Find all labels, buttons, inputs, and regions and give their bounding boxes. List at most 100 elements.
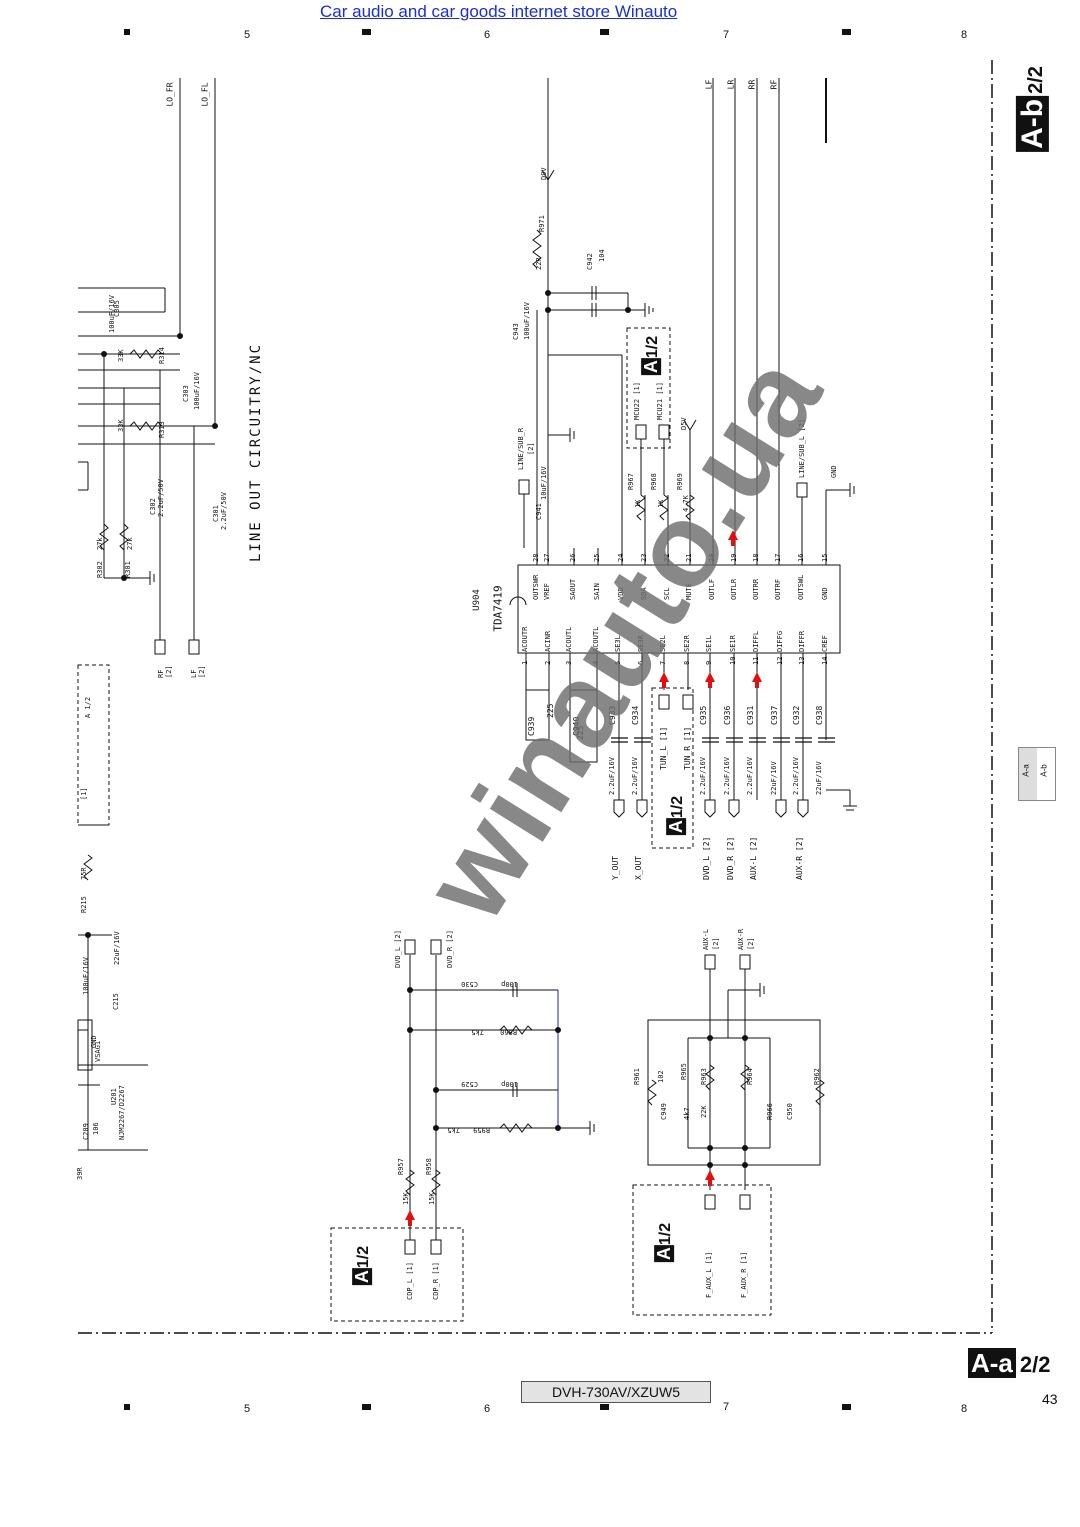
component-label: RF bbox=[157, 669, 165, 678]
ic-part: TDA7419 bbox=[491, 585, 505, 632]
component-label: 102 bbox=[657, 1070, 665, 1083]
a12-badge-cdp: A1/2 bbox=[352, 1245, 373, 1286]
a12-badge-tun-frac: 1/2 bbox=[669, 795, 687, 819]
component-label: 75R bbox=[80, 867, 88, 880]
column-number: 5 bbox=[244, 29, 251, 41]
component-label: 4k7 bbox=[683, 1107, 691, 1120]
a12-badge-cdp-frac: 1/2 bbox=[355, 1245, 373, 1269]
cap-value: 2.2uF/16V bbox=[631, 757, 639, 795]
ic-pin-name: ACOUTR bbox=[521, 626, 529, 652]
ic-pin-number: 14 bbox=[821, 656, 829, 665]
input-signal-label: Y_OUT bbox=[611, 855, 620, 880]
component-label: 7k5 bbox=[471, 1028, 484, 1036]
registration-mark bbox=[842, 29, 851, 35]
out-label-lr: LR bbox=[726, 79, 736, 90]
component-label: R302 bbox=[96, 561, 104, 578]
component-label: CDP_L [1] bbox=[406, 1262, 414, 1300]
cap-ref: C932 bbox=[792, 705, 801, 725]
component-label: AUX-R bbox=[737, 928, 745, 950]
ic-pin-number: 16 bbox=[797, 553, 805, 562]
section-badge-aa-text: A-a bbox=[968, 1348, 1016, 1378]
component-label: DVD_L [2] bbox=[394, 930, 402, 968]
cap-ref: C938 bbox=[815, 705, 824, 725]
component-label: R967 bbox=[627, 473, 635, 490]
component-label: C303 bbox=[182, 385, 190, 402]
cap-value: 2.2uF/16V bbox=[723, 757, 731, 795]
column-number: 8 bbox=[961, 29, 968, 41]
component-label: [2] bbox=[198, 665, 206, 678]
ic-pin-name: DIFFL bbox=[752, 630, 760, 652]
column-number: 7 bbox=[723, 1401, 730, 1413]
component-label: 33K bbox=[117, 349, 125, 362]
line-out-title: LINE OUT CIRCUITRY/NC bbox=[248, 342, 264, 562]
component-label: 22R bbox=[535, 257, 543, 270]
component-label: 104 bbox=[598, 249, 606, 262]
ic-pin-number: 18 bbox=[752, 553, 760, 562]
a12-badge-mcu-frac: 1/2 bbox=[644, 335, 662, 359]
component-label: 7k5 bbox=[447, 1126, 460, 1134]
component-label: R958 bbox=[425, 1158, 433, 1175]
component-label: NJM2267/D2267 bbox=[118, 1085, 126, 1140]
a12-badge-aux-frac: 1/2 bbox=[657, 1222, 675, 1246]
component-label: 15K bbox=[402, 1192, 410, 1205]
ic-pin-number: 10 bbox=[729, 656, 737, 665]
cap-ref: C936 bbox=[723, 705, 732, 725]
ic-pin-name: SE1L bbox=[705, 635, 713, 652]
store-link[interactable]: Car audio and car goods internet store W… bbox=[320, 2, 678, 21]
component-label: 100uF/16V bbox=[523, 302, 531, 340]
registration-mark bbox=[362, 1404, 371, 1410]
component-label: 106 bbox=[92, 1122, 100, 1135]
component-label: 22K bbox=[700, 1105, 708, 1118]
component-label: 100uF/16V bbox=[108, 295, 116, 333]
component-label: R957 bbox=[397, 1158, 405, 1175]
component-label: R964 bbox=[746, 1068, 754, 1085]
model-label: DVH-730AV/XZUW5 bbox=[521, 1381, 711, 1403]
ic-pin-number: 28 bbox=[532, 553, 540, 562]
component-label: TUN_L [1] bbox=[659, 726, 668, 770]
a12-badge-cdp-letter: A bbox=[352, 1268, 373, 1286]
component-label: F_AUX_R [1] bbox=[740, 1251, 748, 1298]
component-label: R959 bbox=[473, 1126, 490, 1134]
registration-mark bbox=[842, 1404, 851, 1410]
ic-pin-number: 12 bbox=[776, 656, 784, 665]
component-label: 2.2uF/50V bbox=[220, 492, 228, 530]
component-label: [2] bbox=[747, 937, 755, 950]
cap-ref: C931 bbox=[746, 705, 755, 725]
component-label: 27k bbox=[96, 537, 104, 550]
component-label: [2] bbox=[527, 442, 535, 455]
component-label: C949 bbox=[660, 1103, 668, 1120]
a12-badge-tun-letter: A bbox=[666, 818, 687, 836]
line-label-lo-fr: LO_FR bbox=[165, 82, 175, 107]
component-label: R966 bbox=[766, 1103, 774, 1120]
component-label: C950 bbox=[786, 1103, 794, 1120]
component-label: [1] bbox=[80, 787, 88, 800]
component-label: LF bbox=[190, 669, 198, 678]
component-label: R965 bbox=[680, 1063, 688, 1080]
component-label: R314 bbox=[158, 347, 166, 364]
component-label: 15K bbox=[428, 1192, 436, 1205]
component-label: 10uF/16V bbox=[540, 466, 548, 500]
out-label-rf: RF bbox=[769, 79, 779, 90]
a12-badge-mcu-letter: A bbox=[641, 358, 662, 376]
ic-pin-name: GND bbox=[821, 587, 829, 600]
component-label: R960 bbox=[500, 1028, 517, 1036]
component-label: 27k bbox=[126, 537, 134, 550]
ic-pin-name: VREF bbox=[543, 583, 551, 600]
cap-value: 22uF/16V bbox=[815, 761, 823, 795]
column-number: 5 bbox=[244, 1403, 251, 1415]
component-label: C529 bbox=[461, 1080, 478, 1088]
ic-pin-name: OUTSWR bbox=[532, 574, 540, 600]
component-label: 100p bbox=[501, 1080, 518, 1088]
ic-pin-name: SE1R bbox=[729, 635, 737, 652]
component-label: C209 bbox=[82, 1123, 90, 1140]
component-label: R962 bbox=[813, 1068, 821, 1085]
ic-pin-name: OUTRR bbox=[752, 578, 760, 600]
component-label: LINE/SUB_R bbox=[517, 427, 525, 470]
a12-badge-aux: A1/2 bbox=[654, 1222, 675, 1263]
ic-pin-number: 11 bbox=[752, 656, 760, 665]
out-label-lf: LF bbox=[704, 79, 714, 90]
component-label: 100p bbox=[501, 980, 518, 988]
a12-badge-tun: A1/2 bbox=[666, 795, 687, 836]
ic-pin-number: 13 bbox=[798, 656, 806, 665]
ic-pin-number: 27 bbox=[543, 553, 551, 562]
